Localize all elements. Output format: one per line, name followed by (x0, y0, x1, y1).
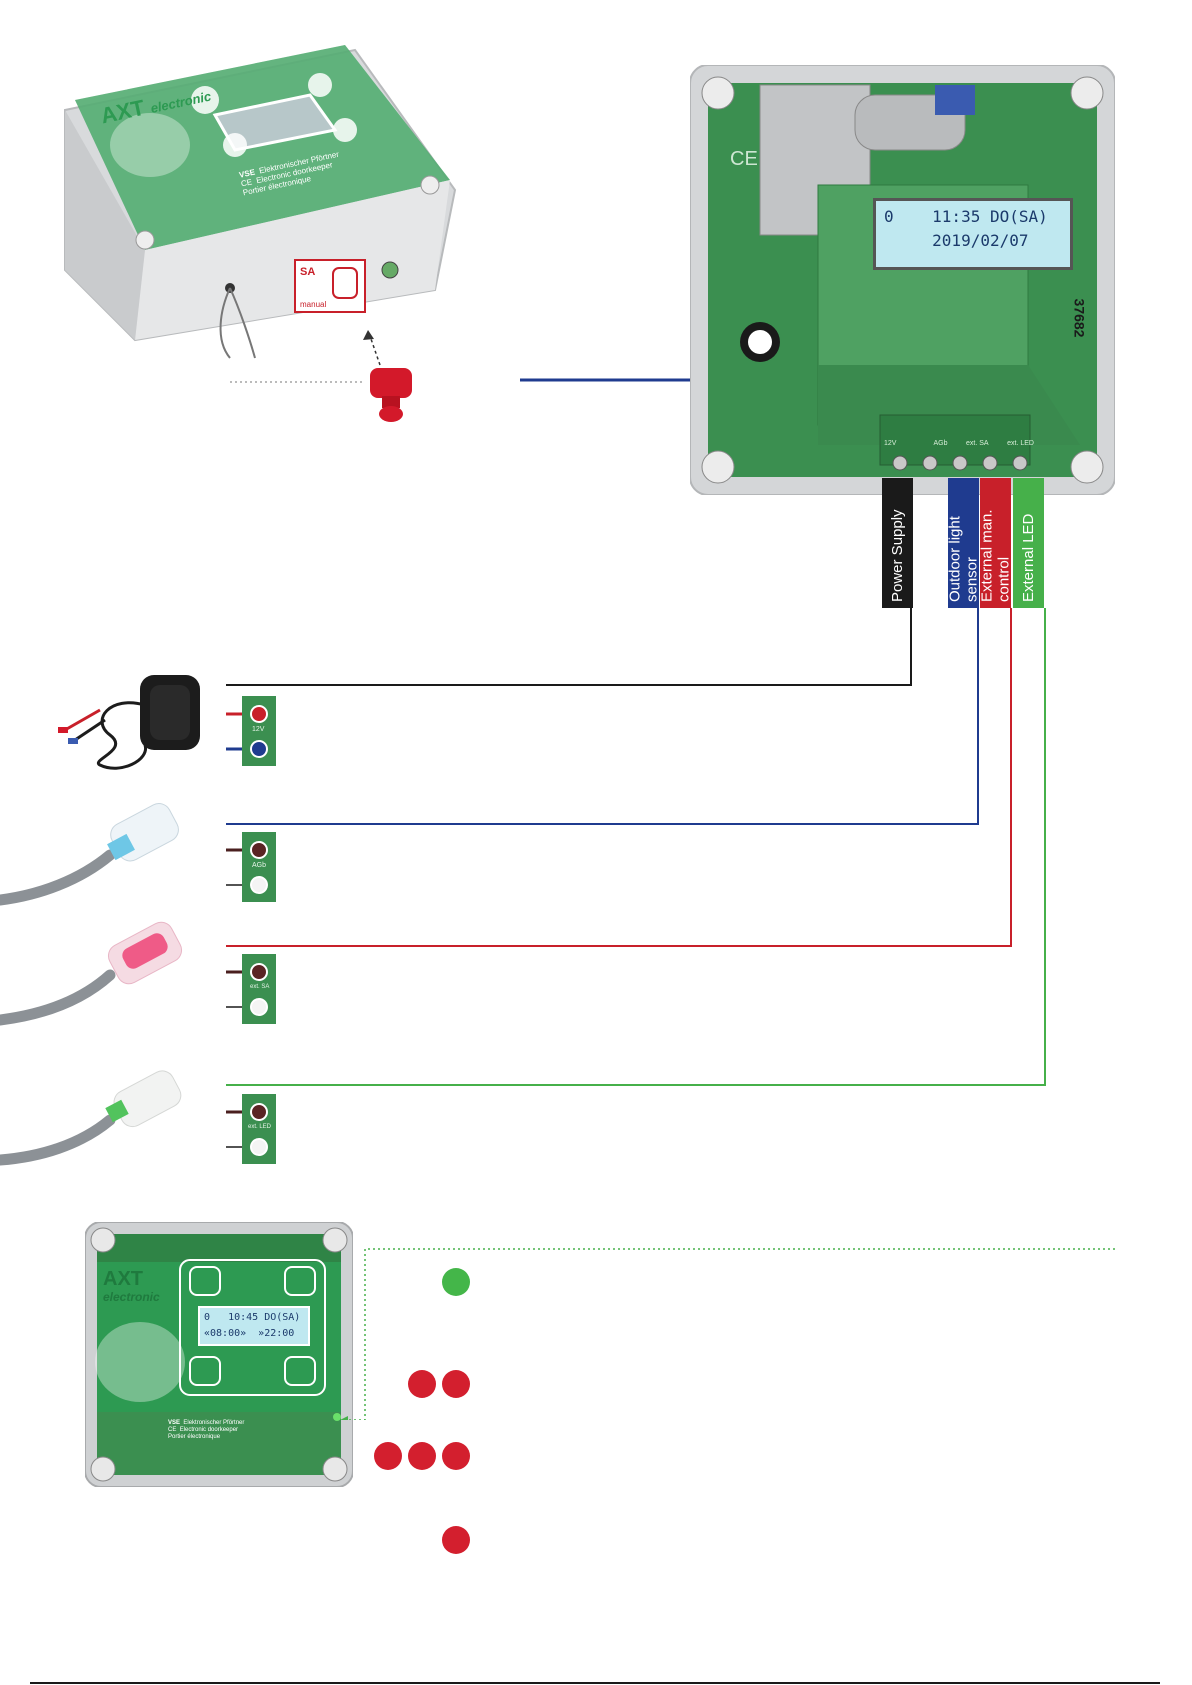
sa-label: SA (300, 266, 316, 278)
svg-text:CE: CE (730, 148, 758, 170)
bottom-label-line-0: Elektronischer Pförtner (183, 1420, 245, 1426)
led-dot-red (442, 1526, 470, 1554)
terminal-led-label: ext. LED (248, 1124, 272, 1130)
led-dot-red (408, 1370, 436, 1398)
power-line (226, 608, 912, 686)
led-indicator-row-3 (374, 1442, 470, 1470)
manual-label: manual (300, 300, 327, 309)
board-lcd-line-2: 2019/02/07 (884, 231, 1029, 250)
power-adapter-photo (58, 675, 200, 770)
led-dot-red (442, 1370, 470, 1398)
sensor-line (226, 608, 979, 825)
bottom-rule (30, 1682, 1160, 1684)
led-dot-green (442, 1268, 470, 1296)
open-board-photo: CE (690, 65, 1115, 495)
bottom-brand-logo: AXT electronic (103, 1268, 160, 1306)
led-leader-line (340, 1248, 1115, 1420)
terminal-manual-label: ext. SA (250, 984, 270, 990)
led-indicator-row-2 (408, 1370, 470, 1398)
magnet-connector-graphic (230, 330, 412, 422)
manual-control-sensor-photo (0, 921, 183, 1026)
light-sensor-photo (0, 803, 179, 906)
terminal-labels-strip: 12V AGb ext. SA ext. LED (884, 440, 1034, 447)
terminal-label-2: AGb (933, 440, 948, 447)
bottom-ce-mark: CE (168, 1427, 177, 1433)
terminal-label-0: 12V (884, 440, 897, 447)
led-line (226, 608, 1046, 1086)
led-dot-red (374, 1442, 402, 1470)
led-dot-red (408, 1442, 436, 1470)
terminal-power-label: 12V (252, 726, 265, 733)
external-led-photo (0, 1070, 182, 1166)
bottom-label-line-1: Electronic doorkeeper (179, 1427, 239, 1433)
bottom-brand-bottom: electronic (103, 1290, 160, 1304)
bottom-model-text: VSE (168, 1420, 181, 1426)
bottom-label-line-2: Portier électronique (168, 1434, 221, 1440)
terminal-led: ext. LED (226, 1090, 276, 1165)
manual-sticker-text: manual (300, 300, 326, 309)
closed-device-photo (55, 40, 475, 360)
bottom-lcd-screen: 0 10:45 DO(SA) «08:00» »22:00 (198, 1306, 310, 1346)
led-indicator-row-4 (442, 1526, 470, 1554)
terminal-power: 12V (226, 692, 276, 767)
terminal-manual: ext. SA (226, 950, 276, 1025)
bottom-lcd-line-1: 0 10:45 DO(SA) (204, 1312, 301, 1323)
manual-line (226, 608, 1012, 947)
bottom-brand-top: AXT (103, 1268, 143, 1290)
terminal-label-4: ext. LED (1007, 440, 1034, 447)
connector-lines (226, 608, 1046, 1086)
sa-sticker-text: SA (300, 266, 315, 278)
terminal-sensor: AGb (226, 828, 276, 903)
board-lcd-screen: 0 11:35 DO(SA) 2019/02/07 (873, 198, 1073, 270)
led-dot-red (442, 1442, 470, 1470)
terminal-sensor-label: AGb (252, 862, 267, 869)
bottom-lcd-line-2: «08:00» »22:00 (204, 1328, 295, 1339)
bottom-device-model-label: VSE Elektronischer Pförtner CE Electroni… (168, 1420, 244, 1441)
led-indicator-row-1 (442, 1268, 470, 1296)
board-lcd-line-1: 0 11:35 DO(SA) (884, 207, 1048, 226)
terminal-label-3: ext. SA (966, 440, 989, 447)
bottom-device-photo (85, 1222, 353, 1487)
